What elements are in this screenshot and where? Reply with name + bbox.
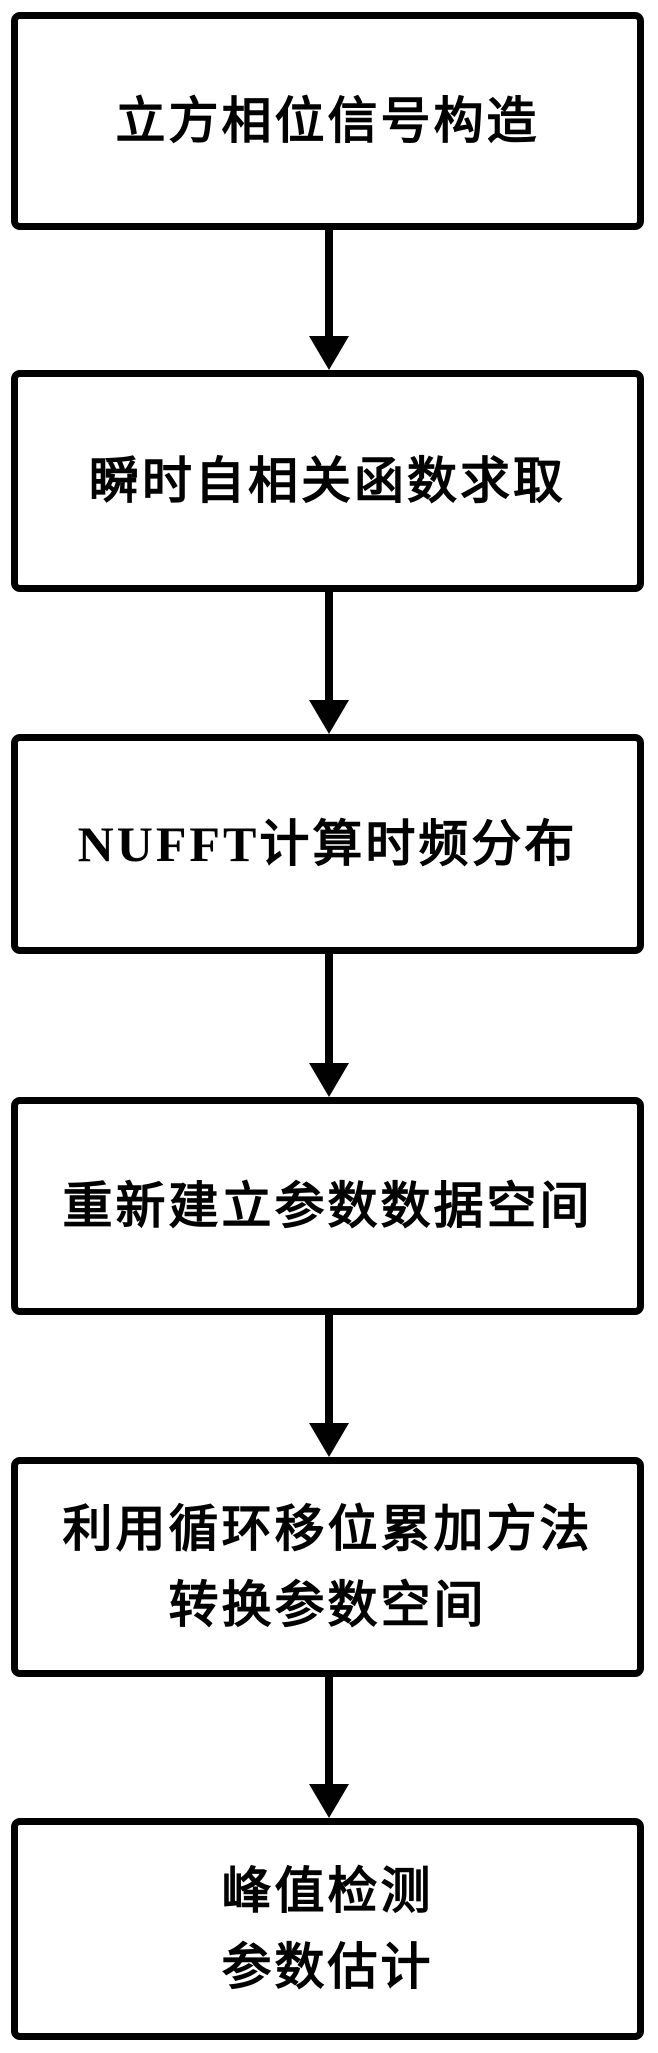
node-label: NUFFT计算时频分布 — [77, 816, 578, 872]
node-rebuild-parameter-data-space: 重新建立参数数据空间 — [11, 1097, 644, 1315]
flow-arrow-2 — [307, 590, 351, 734]
flow-arrow-1 — [307, 228, 351, 370]
arrow-down-icon — [309, 1784, 349, 1818]
arrow-down-icon — [309, 700, 349, 734]
node-label-line-2: 参数估计 — [221, 1939, 434, 1995]
node-instantaneous-autocorrelation: 瞬时自相关函数求取 — [11, 370, 644, 592]
flow-arrow-5 — [307, 1675, 351, 1818]
node-label-line-1: 利用循环移位累加方法 — [62, 1501, 593, 1557]
node-cubic-phase-signal-construction: 立方相位信号构造 — [11, 12, 644, 230]
flow-arrow-3 — [307, 952, 351, 1097]
arrow-down-icon — [309, 1423, 349, 1457]
node-peak-detection-parameter-estimation: 峰值检测 参数估计 — [11, 1818, 644, 2040]
node-label: 重新建立参数数据空间 — [62, 1178, 593, 1234]
flow-arrow-4 — [307, 1313, 351, 1457]
arrow-shaft — [325, 1313, 333, 1427]
node-label-line-1: 峰值检测 — [221, 1863, 434, 1919]
node-nufft-time-frequency-distribution: NUFFT计算时频分布 — [11, 734, 644, 954]
node-label: 立方相位信号构造 — [115, 93, 540, 149]
arrow-down-icon — [309, 336, 349, 370]
node-label: 瞬时自相关函数求取 — [89, 453, 566, 509]
arrow-shaft — [325, 1675, 333, 1788]
arrow-shaft — [325, 590, 333, 704]
arrow-shaft — [325, 952, 333, 1067]
node-label-line-2: 转换参数空间 — [168, 1577, 487, 1633]
node-cyclic-shift-accumulation-transform: 利用循环移位累加方法 转换参数空间 — [11, 1457, 644, 1677]
arrow-down-icon — [309, 1063, 349, 1097]
arrow-shaft — [325, 228, 333, 340]
